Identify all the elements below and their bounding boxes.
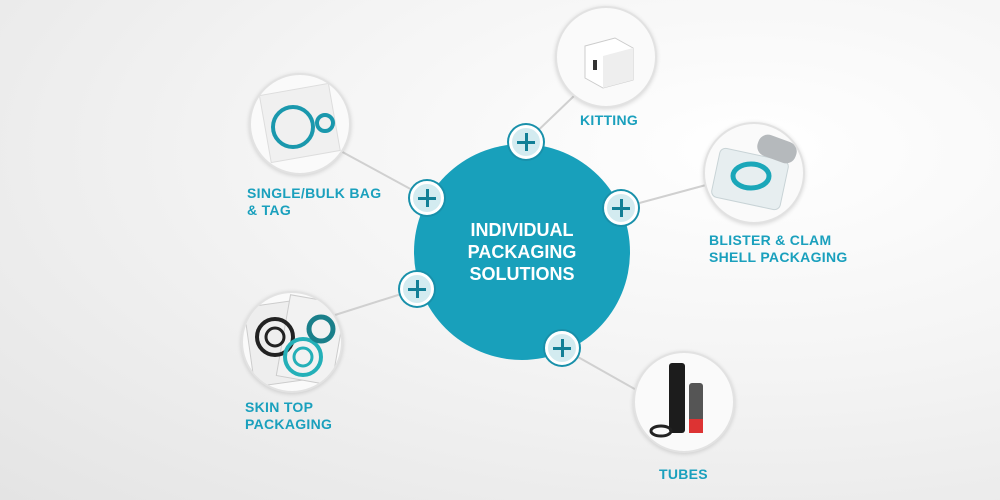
hub-line: INDIVIDUAL [470,220,574,240]
label-line: SINGLE/BULK BAG [247,185,382,201]
hub-line: PACKAGING [467,242,577,262]
blister-image [703,122,805,224]
hub-line: SOLUTIONS [469,264,575,284]
individual-packaging-hub: INDIVIDUAL PACKAGING SOLUTIONS [414,144,630,360]
skin-top-plus-button[interactable] [400,272,434,306]
label-line: SKIN TOP [245,399,314,415]
label-line: BLISTER & CLAM [709,232,832,248]
bag-tag-image [249,73,351,175]
label-line: SHELL PACKAGING [709,249,848,265]
tubes-plus-button[interactable] [545,331,579,365]
blister-plus-button[interactable] [604,191,638,225]
label-line: TUBES [659,466,708,482]
kitting-plus-button[interactable] [509,125,543,159]
kitting-label[interactable]: KITTING [580,112,638,129]
kitting-image [555,6,657,108]
skin-top-image [241,291,343,393]
tubes-label[interactable]: TUBES [659,466,708,483]
bag-tag-label[interactable]: SINGLE/BULK BAG& TAG [247,185,381,219]
label-line: PACKAGING [245,416,333,432]
label-line: & TAG [247,202,292,218]
label-line: KITTING [580,112,639,128]
bag-tag-plus-button[interactable] [410,181,444,215]
tubes-image [633,351,735,453]
